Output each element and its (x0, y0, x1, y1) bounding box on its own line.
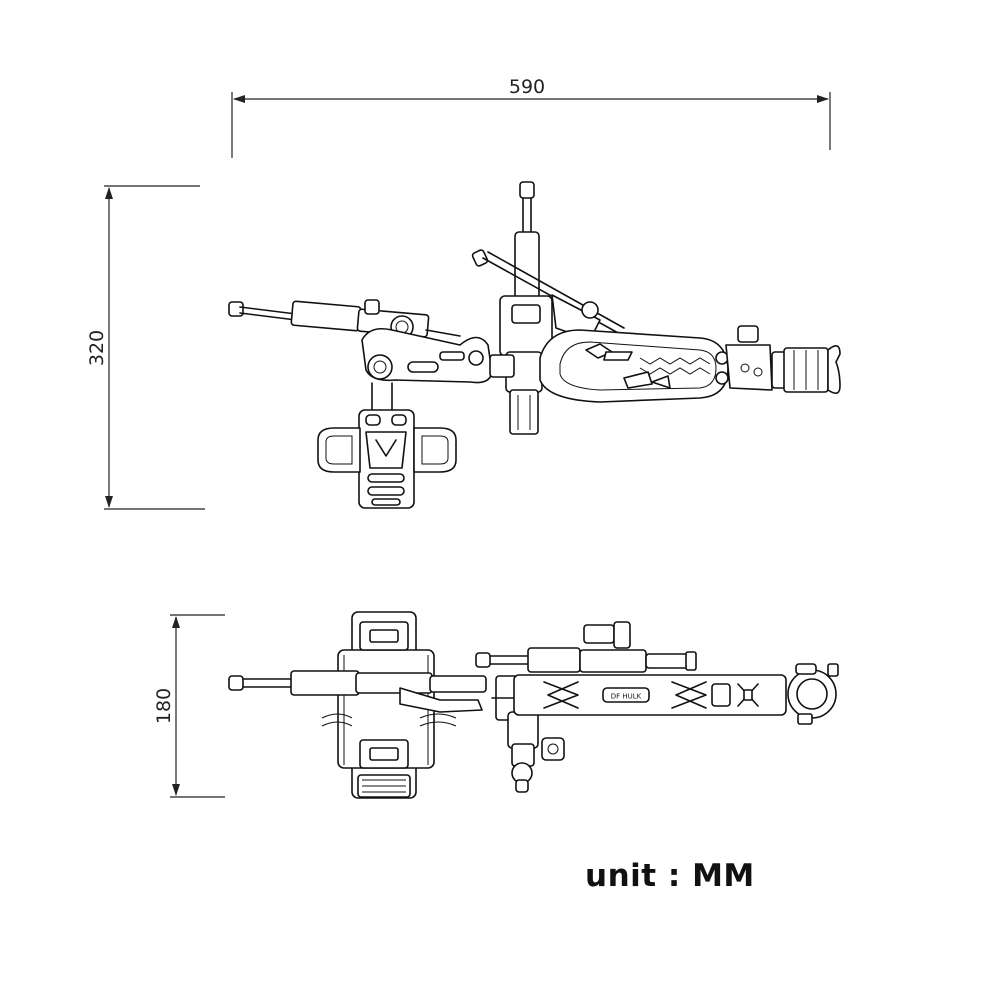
side-arm-spring (639, 357, 711, 375)
unit-label: unit : MM (585, 858, 755, 894)
top-main-arm: DF HULK (513, 674, 787, 716)
side-post (471, 181, 625, 435)
side-main-arm (539, 329, 729, 403)
side-view-drawing (228, 181, 841, 509)
dimension-height-top-label: 320 (86, 330, 108, 366)
top-view-drawing: DF HULK (228, 611, 839, 799)
side-elbow-arm (361, 327, 493, 413)
dimension-width-label: 590 (509, 76, 545, 98)
side-battery-plate (317, 409, 457, 509)
dimension-height-top: 320 (86, 185, 205, 510)
dimension-height-bottom: 180 (153, 614, 225, 798)
side-end-clamp (725, 325, 841, 394)
top-end-clamp (787, 663, 839, 725)
dimension-height-bottom-label: 180 (153, 688, 175, 724)
top-left-damper (228, 670, 487, 713)
top-arm-logo: DF HULK (611, 693, 642, 701)
dimension-width: 590 (231, 76, 831, 158)
side-left-damper (228, 299, 461, 339)
top-upper-damper (475, 621, 697, 673)
